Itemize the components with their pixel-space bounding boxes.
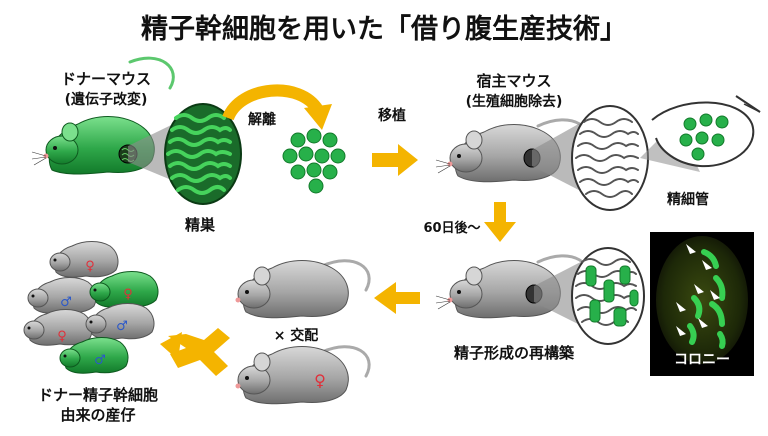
page-title: 精子幹細胞を用いた「借り腹生産技術」 <box>141 13 627 45</box>
offspring-arrow <box>160 328 230 376</box>
testis-label: 精巣 <box>185 216 216 234</box>
donor-label-line2: (遺伝子改変) <box>65 91 148 108</box>
mating-female-mouse <box>235 345 371 405</box>
offspring-mouse-5 <box>85 303 155 340</box>
offspring-label-line2: 由来の産仔 <box>60 406 135 424</box>
mating-male-mouse <box>235 259 371 319</box>
colony-label: コロニー <box>674 352 730 368</box>
offspring-1-sex: ♀ <box>85 259 95 274</box>
host-testis <box>571 105 649 211</box>
offspring-4-sex: ♀ <box>57 329 67 344</box>
offspring-mouse-6-green <box>59 337 129 374</box>
offspring-mouse-2 <box>27 277 97 314</box>
offspring-mouse-3-green <box>89 271 159 308</box>
dissociation-label: 解離 <box>248 111 276 128</box>
regeneration-label: 精子形成の再構築 <box>454 344 575 362</box>
offspring-group: ♀ ♂ ♀ ♀ ♂ <box>23 241 159 374</box>
offspring-mouse-4 <box>23 309 93 346</box>
regenerated-testis <box>571 247 645 345</box>
offspring-mouse-1 <box>49 241 119 278</box>
transplant-label: 移植 <box>378 107 406 124</box>
offspring-2-sex: ♂ <box>60 295 72 310</box>
regenerated-mouse <box>435 254 591 319</box>
host-label-line2: (生殖細胞除去) <box>466 93 563 110</box>
female-symbol-mating: ♀ <box>314 371 326 390</box>
donor-mouse-tail <box>128 56 175 90</box>
dissociated-cells <box>282 128 346 194</box>
after-label: 60日後〜 <box>423 220 480 236</box>
mating-label: × 交配 <box>274 327 319 344</box>
tubule-label: 精細管 <box>667 191 709 208</box>
after-arrow <box>484 202 516 242</box>
offspring-3-sex: ♀ <box>123 287 133 302</box>
donor-label-line1: ドナーマウス <box>61 70 151 88</box>
offspring-5-sex: ♂ <box>116 319 128 334</box>
transplant-arrow <box>372 144 418 176</box>
offspring-6-sex: ♂ <box>94 353 106 368</box>
colony-photo: コロニー <box>650 232 754 376</box>
dissociation-arrow <box>222 84 324 121</box>
donor-testis <box>164 103 242 205</box>
tubule-zoom <box>651 95 761 168</box>
offspring-label-line1: ドナー精子幹細胞 <box>38 386 158 404</box>
host-label-line1: 宿主マウス <box>476 72 551 90</box>
mating-arrow <box>374 282 420 314</box>
